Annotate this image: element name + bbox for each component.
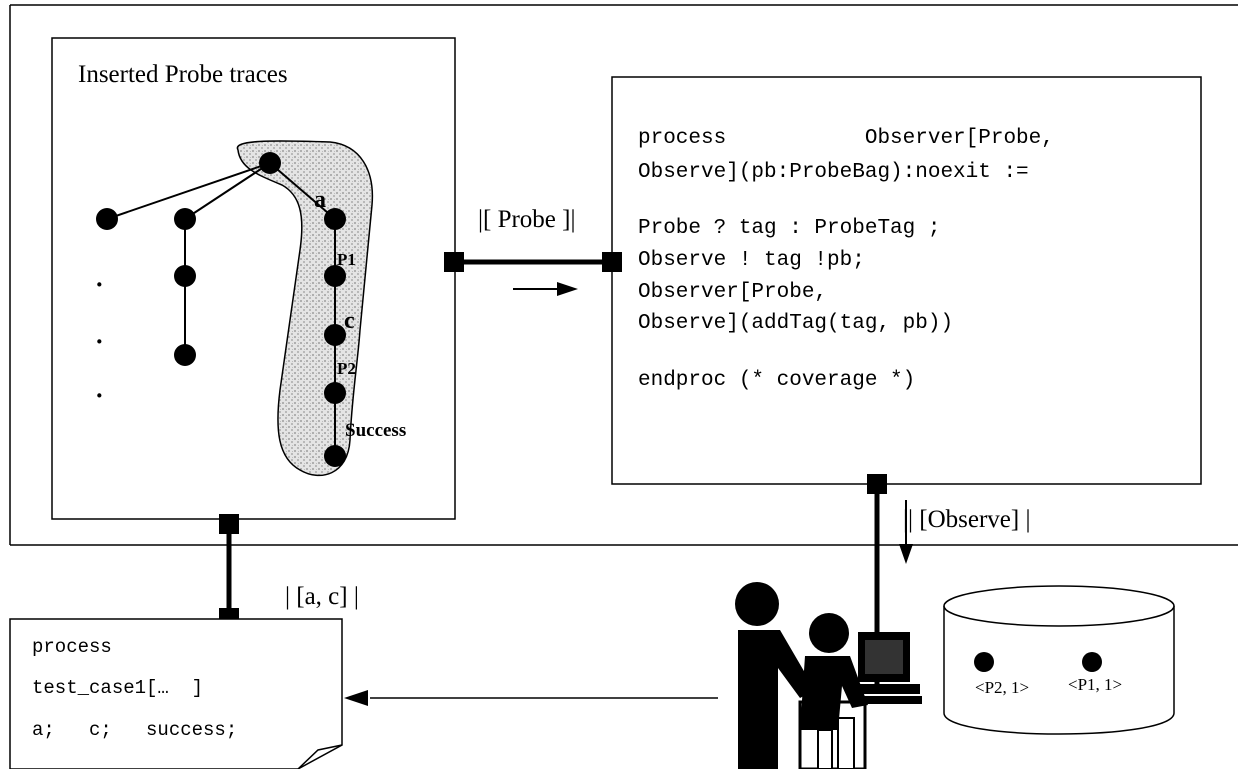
port-square (867, 474, 887, 494)
arrow-left-icon (344, 690, 718, 706)
edge-label-a: a (314, 187, 326, 213)
ac-gate-label: | [a, c] | (285, 583, 359, 610)
port-square (602, 252, 622, 272)
trace-node (174, 265, 196, 287)
ellipsis-dot: · (95, 270, 104, 299)
probe-bag-database: <P2, 1> <P1, 1> (943, 585, 1175, 735)
probe-gate-connector: |[ Probe ]| (444, 206, 622, 296)
test-case-line: a; c; success; (32, 719, 237, 741)
trace-node (324, 265, 346, 287)
observer-code-line: process Observer[Probe, (638, 127, 1054, 150)
bag-entry-label: <P2, 1> (975, 678, 1029, 697)
document-fold (297, 744, 343, 769)
observe-gate-connector: || [Observe] | (867, 474, 1030, 688)
trace-node (96, 208, 118, 230)
edge-label-success: Success (345, 420, 406, 441)
observe-gate-label: || [Observe] | (903, 506, 1030, 533)
probe-traces-box (51, 37, 456, 520)
ellipsis-dot: · (95, 381, 104, 410)
edge-label-p1: P1 (337, 250, 356, 269)
observer-panel: process Observer[Probe, Observe](pb:Prob… (611, 76, 1202, 485)
port-square (219, 514, 239, 534)
trace-node (174, 208, 196, 230)
bag-entry-label: <P1, 1> (1068, 675, 1122, 694)
edge-label-p2: P2 (337, 359, 356, 378)
test-case-document: process test_case1[… ] a; c; success; (9, 618, 343, 769)
trace-tree-nodes (96, 152, 346, 467)
bag-entry-dot (974, 652, 994, 672)
operators-workstation-icon (735, 582, 922, 769)
observer-box (611, 76, 1202, 485)
observer-code-line: Observe](pb:ProbeBag):noexit := (638, 161, 1029, 184)
arrow-down-icon (899, 500, 913, 564)
observer-code-line: Observe ! tag !pb; (638, 249, 865, 272)
probe-gate-label: |[ Probe ]| (478, 206, 576, 233)
trace-node-root (259, 152, 281, 174)
probe-traces-title: Inserted Probe traces (78, 61, 288, 88)
trace-node (324, 382, 346, 404)
trace-node (174, 344, 196, 366)
trace-node (324, 324, 346, 346)
trace-node (324, 445, 346, 467)
document-shape (9, 618, 343, 769)
ac-gate-connector: | [a, c] | (219, 514, 359, 628)
outer-frame (9, 4, 1238, 546)
observer-code-line: Observer[Probe, (638, 281, 827, 304)
test-case-line: test_case1[… ] (32, 677, 203, 699)
test-case-line: process (32, 636, 112, 658)
probe-traces-panel: Inserted Probe traces · · · (51, 37, 456, 520)
observer-code-line: endproc (* coverage *) (638, 369, 915, 392)
port-square (444, 252, 464, 272)
database-top (943, 585, 1175, 627)
edge-label-c: c (344, 308, 355, 334)
arrow-right-icon (513, 282, 578, 296)
database-cylinder (943, 606, 1175, 735)
trace-node (324, 208, 346, 230)
observer-code-line: Observe](addTag(tag, pb)) (638, 312, 953, 335)
ellipsis-dot: · (95, 327, 104, 356)
observer-code-line: Probe ? tag : ProbeTag ; (638, 217, 940, 240)
bag-entry-dot (1082, 652, 1102, 672)
